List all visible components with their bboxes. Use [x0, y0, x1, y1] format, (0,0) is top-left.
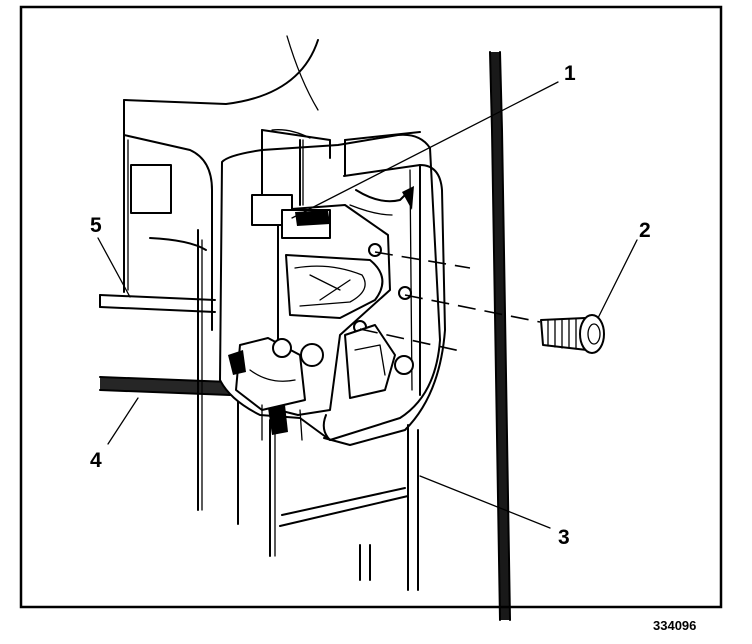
leader-line-3	[419, 475, 551, 529]
callout-5: 5	[90, 214, 102, 237]
bolt-icon	[540, 314, 605, 354]
callout-1: 1	[564, 62, 576, 85]
callout-3: 3	[558, 526, 570, 549]
leader-line-4	[107, 397, 139, 445]
figure-border	[19, 5, 723, 609]
callout-4: 4	[90, 449, 102, 472]
figure-number: 334096	[653, 618, 696, 633]
door-latch-illustration	[99, 35, 605, 621]
callout-2: 2	[639, 219, 651, 242]
leader-line-1	[291, 81, 559, 219]
leader-line-5	[97, 237, 131, 298]
leader-line-2	[597, 239, 638, 319]
